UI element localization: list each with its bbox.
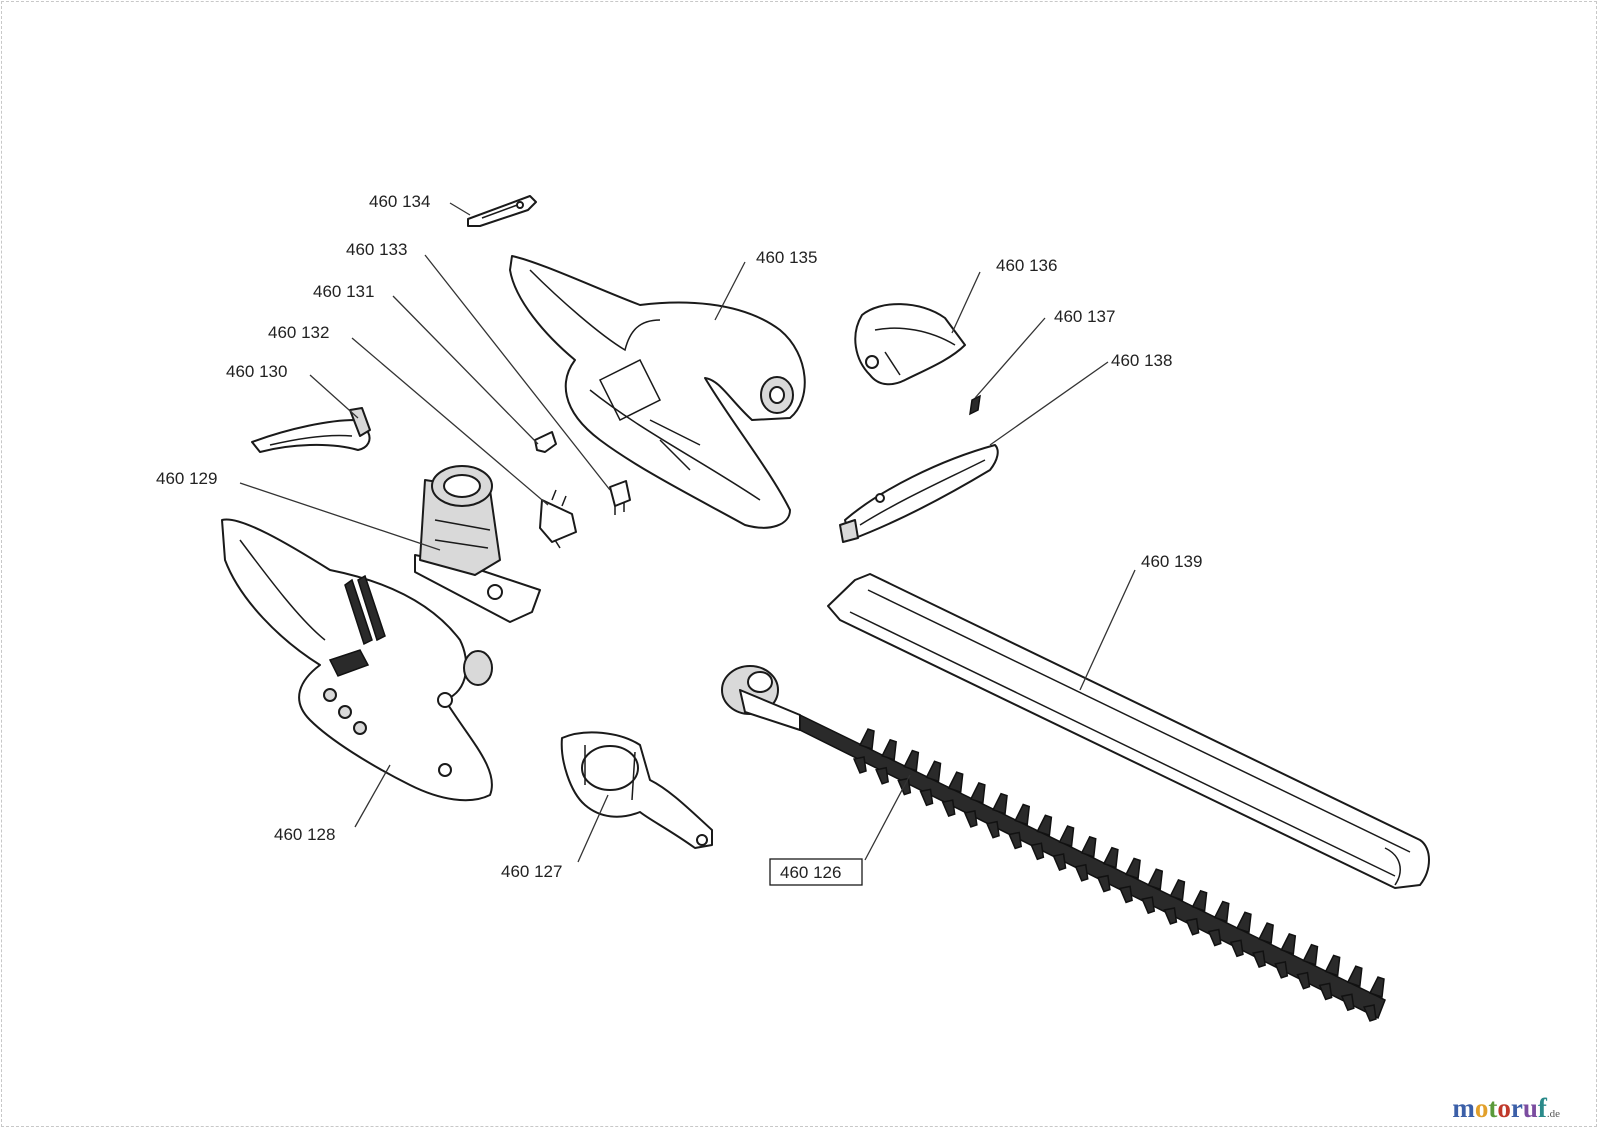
blade-tooth-bottom (1296, 971, 1311, 990)
blade-tooth-top (1368, 976, 1385, 999)
blade-tooth-top (1235, 911, 1252, 934)
blade-tooth-bottom (1074, 863, 1089, 882)
label-460-138: 460 138 (1111, 351, 1172, 370)
blade-tooth-top (991, 792, 1008, 815)
blade-tooth-bottom (1030, 842, 1045, 861)
blade-tooth-bottom (919, 788, 934, 807)
part-460-127 (560, 731, 713, 849)
blade-tooth-top (1102, 846, 1119, 869)
part-460-126 (721, 665, 1386, 1022)
label-460-136: 460 136 (996, 256, 1057, 275)
blade-tooth-top (1014, 803, 1031, 826)
blade-tooth-bottom (875, 766, 890, 785)
label-460-127: 460 127 (501, 862, 562, 881)
label-460-126: 460 126 (780, 863, 841, 882)
blade-tooth-bottom (1340, 993, 1355, 1012)
part-460-137 (969, 394, 981, 416)
blade-tooth-bottom (1252, 950, 1266, 969)
label-460-139: 460 139 (1141, 552, 1202, 571)
blade-tooth-top (1147, 868, 1164, 891)
part-460-129 (414, 465, 541, 623)
leader-lines (239, 202, 1136, 863)
blade-tooth-bottom (1163, 907, 1178, 925)
blade-tooth-top (1080, 835, 1097, 858)
blade-tooth-top (1036, 814, 1053, 837)
blade-tooth-top (1169, 879, 1186, 901)
label-460-137: 460 137 (1054, 307, 1115, 326)
part-460-139 (827, 573, 1430, 889)
motoruf-logo: motoruf.de (1452, 1093, 1560, 1124)
part-460-133 (609, 480, 631, 515)
blade-tooth-top (903, 749, 920, 772)
blade-tooth-bottom (1141, 896, 1156, 915)
blade-tooth-top (925, 760, 942, 783)
part-460-135 (509, 255, 806, 529)
label-460-134: 460 134 (369, 192, 430, 211)
label-460-129: 460 129 (156, 469, 217, 488)
blade-tooth-bottom (941, 799, 956, 818)
blade-tooth-bottom (852, 756, 867, 774)
blade-tooth-top (947, 771, 964, 794)
part-460-138 (839, 444, 999, 543)
blade-tooth-bottom (963, 810, 978, 828)
blade-tooth-bottom (985, 820, 1000, 839)
logo-letter: r (1510, 1093, 1523, 1123)
logo-suffix: .de (1546, 1108, 1560, 1120)
blade-tooth-top (969, 781, 986, 804)
blade-tooth-top (1258, 922, 1274, 945)
highlight-box-460-126 (769, 858, 863, 886)
logo-letter: m (1452, 1093, 1475, 1123)
blade-tooth-top (1125, 857, 1141, 880)
part-460-128 (221, 518, 493, 802)
part-460-132 (539, 489, 577, 549)
blade-tooth-top (1191, 889, 1208, 912)
part-labels: 460 134 460 133 460 131 460 132 460 130 … (156, 192, 1202, 886)
label-460-132: 460 132 (268, 323, 329, 342)
blade-tooth-bottom (1119, 885, 1133, 904)
blade-tooth-top (858, 728, 875, 751)
label-460-133: 460 133 (346, 240, 407, 259)
label-460-131: 460 131 (313, 282, 374, 301)
blade-tooth-bottom (1207, 928, 1222, 947)
blade-tooth-top (881, 738, 897, 761)
part-460-131 (534, 431, 557, 453)
blade-tooth-bottom (1052, 853, 1067, 871)
logo-letter: u (1522, 1093, 1538, 1123)
blade-tooth-bottom (1008, 831, 1023, 850)
logo-letter: t (1488, 1093, 1498, 1123)
label-460-135: 460 135 (756, 248, 817, 267)
logo-letter: o (1497, 1093, 1511, 1123)
blade-teeth (852, 728, 1385, 1022)
blade-tooth-top (1058, 825, 1075, 848)
blade-tooth-top (1280, 932, 1297, 955)
blade-tooth-top (1346, 965, 1363, 988)
blade-tooth-bottom (1185, 917, 1200, 936)
blade-tooth-bottom (1362, 1004, 1377, 1022)
blade-tooth-bottom (1229, 939, 1244, 958)
label-460-130: 460 130 (226, 362, 287, 381)
blade-tooth-top (1213, 900, 1230, 923)
logo-letter: f (1537, 1093, 1547, 1123)
part-460-136 (854, 303, 966, 386)
blade-tooth-top (1302, 943, 1319, 966)
blade-tooth-top (1324, 954, 1341, 977)
part-460-134 (467, 195, 537, 227)
logo-letter: o (1474, 1093, 1489, 1123)
label-460-128: 460 128 (274, 825, 335, 844)
blade-tooth-bottom (1318, 982, 1333, 1001)
blade-tooth-bottom (1096, 874, 1111, 893)
blade-tooth-bottom (1274, 960, 1289, 979)
